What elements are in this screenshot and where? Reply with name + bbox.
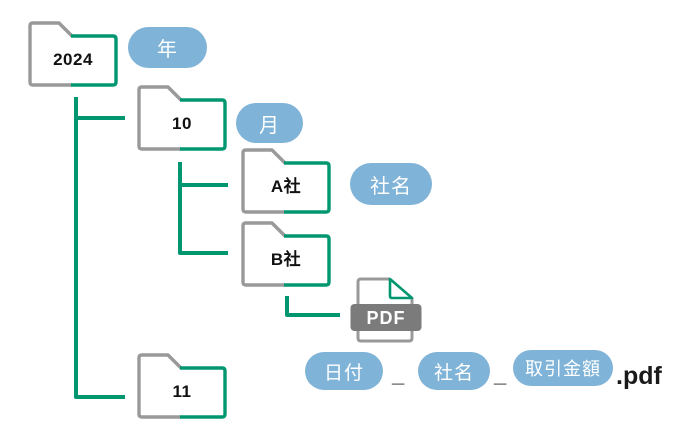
folder-10: 10 [137, 85, 227, 151]
folder-company-a: A社 [241, 148, 331, 214]
badge-month: 月 [236, 103, 303, 143]
connector-10-to-companyB [178, 162, 228, 255]
badge-filename-company: 社名 [418, 352, 490, 390]
folder-label: 11 [172, 382, 192, 401]
badge-company-name: 社名 [350, 163, 432, 205]
folder-label: 2024 [53, 50, 93, 69]
connector-2024-to-11 [74, 97, 125, 399]
folder-2024: 2024 [28, 21, 118, 87]
pdf-document-icon: PDF [350, 277, 422, 343]
badge-year: 年 [128, 27, 207, 68]
pdf-band-label: PDF [367, 308, 406, 328]
badge-filename-amount: 取引金額 [513, 350, 613, 386]
folder-label: 10 [172, 114, 192, 133]
filename-separator-2: _ [494, 362, 507, 387]
folded-corner [388, 277, 414, 300]
folder-11: 11 [137, 353, 227, 419]
connector-companyB-to-pdf [285, 296, 340, 317]
folder-icon [241, 221, 331, 287]
pdf-band [350, 304, 422, 331]
document-outline [356, 277, 414, 343]
pdf-file-icon: PDF [350, 277, 422, 348]
badge-filename-date: 日付 [305, 352, 383, 390]
filename-separator-1: _ [392, 362, 405, 387]
filename-extension: .pdf [616, 362, 662, 390]
folder-icon [137, 85, 227, 151]
folder-icon [241, 148, 331, 214]
folder-label: B社 [270, 250, 302, 269]
folder-icon [137, 353, 227, 419]
folder-label: A社 [270, 177, 302, 196]
folder-icon [28, 21, 118, 87]
folder-company-b: B社 [241, 221, 331, 287]
